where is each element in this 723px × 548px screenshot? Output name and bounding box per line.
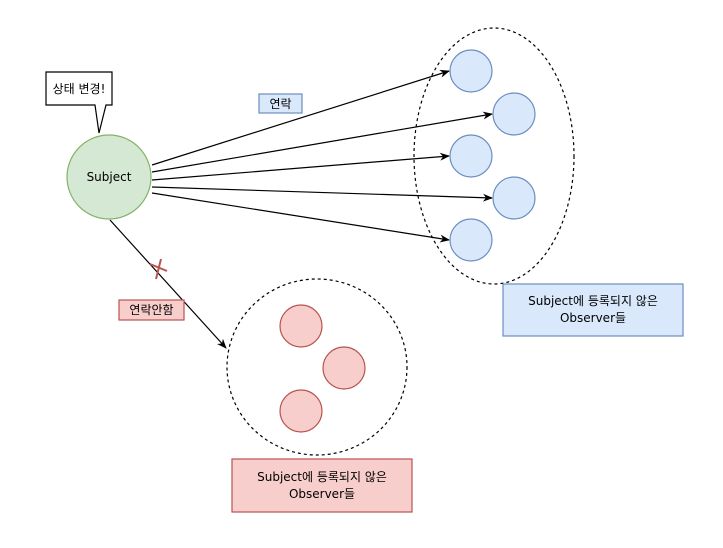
blocked-x-icon	[149, 258, 168, 280]
callout-text: 상태 변경!	[53, 82, 106, 96]
subject-node	[66, 134, 152, 220]
unregistered-observer-node	[279, 389, 323, 433]
notify-arrow	[151, 192, 450, 243]
registered-observer-node	[492, 176, 536, 220]
notify-label: 연락	[269, 97, 291, 111]
registered-caption-line-1: Subject에 등록되지 않은	[528, 294, 658, 308]
notify-arrow	[151, 69, 450, 166]
registered-caption-box	[502, 283, 684, 337]
no-notify-label-box	[118, 299, 185, 321]
state-change-callout	[45, 71, 113, 134]
subject-label: Subject	[87, 170, 132, 184]
notify-arrow	[151, 152, 450, 181]
notify-label-box	[258, 93, 303, 114]
unregistered-observers-group	[226, 278, 408, 456]
notify-arrow	[151, 111, 493, 173]
unregistered-caption-box	[231, 458, 413, 513]
unregistered-observer-node	[279, 304, 323, 348]
no-notify-label: 연락안함	[129, 303, 173, 317]
registered-observers-group	[413, 27, 575, 285]
unregistered-caption-line-1: Subject에 등록되지 않은	[257, 470, 387, 484]
registered-observer-node	[492, 92, 536, 136]
notify-arrow	[151, 186, 493, 202]
registered-caption-line-2: Observer들	[560, 311, 626, 325]
registered-observer-node	[449, 218, 493, 262]
unregistered-caption-line-2: Observer들	[289, 487, 355, 501]
registered-observer-node	[449, 134, 493, 178]
registered-observer-node	[449, 49, 493, 93]
no-notify-arrow	[109, 219, 227, 349]
unregistered-observer-node	[322, 346, 366, 390]
